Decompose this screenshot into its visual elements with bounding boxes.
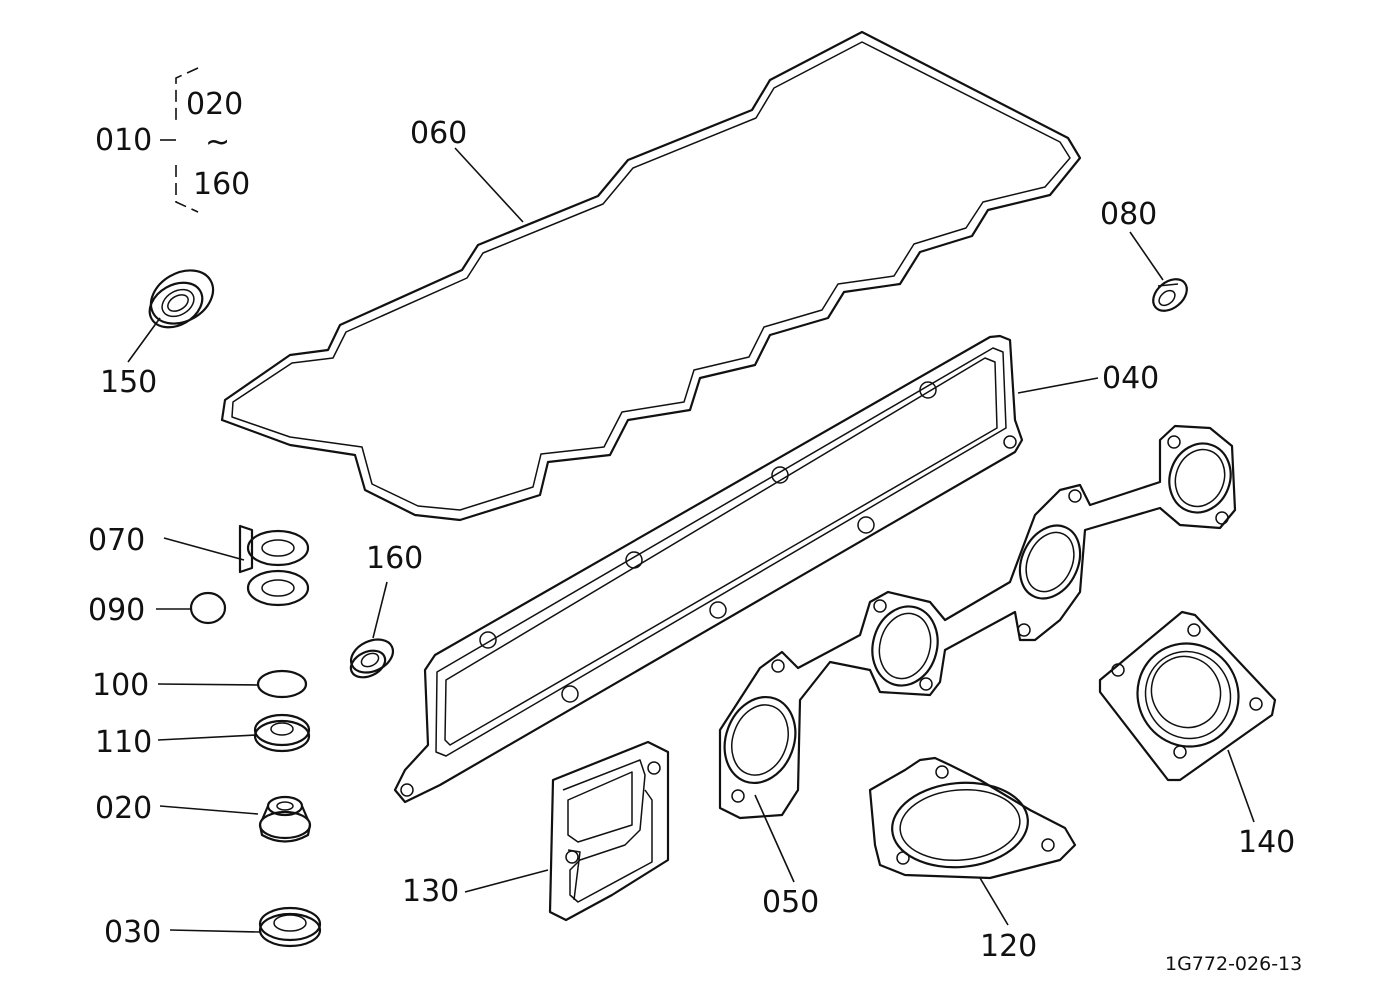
label-020: 020	[95, 791, 152, 826]
label-070: 070	[88, 523, 145, 558]
seal-030	[258, 906, 322, 948]
label-020-range: 020	[186, 87, 243, 122]
label-150: 150	[100, 365, 157, 400]
label-030: 030	[104, 915, 161, 950]
plate-070	[238, 524, 310, 607]
gasket-120	[868, 756, 1077, 880]
label-090: 090	[88, 593, 145, 628]
exhaust-gasket-050	[718, 424, 1237, 820]
label-100: 100	[92, 668, 149, 703]
ring-100	[256, 669, 308, 699]
head-cover-gasket-060	[220, 30, 1082, 522]
seal-080	[1152, 278, 1188, 312]
label-050: 050	[762, 885, 819, 920]
label-080: 080	[1100, 197, 1157, 232]
manifold-gasket-040	[393, 334, 1024, 804]
kit-bracket-010	[160, 67, 199, 213]
stem-seal-020	[258, 795, 312, 843]
label-060: 060	[410, 116, 467, 151]
label-130: 130	[402, 874, 459, 909]
label-110: 110	[95, 725, 152, 760]
drawing-reference: 1G772-026-13	[1165, 953, 1302, 975]
label-010: 010	[95, 123, 152, 158]
gasket-130	[548, 740, 670, 922]
gasket-140	[1098, 610, 1277, 782]
label-160-range: 160	[193, 167, 250, 202]
valve-seal-160	[349, 638, 395, 679]
washer-110	[253, 713, 311, 753]
label-040: 040	[1102, 361, 1159, 396]
oil-seal-150	[148, 269, 215, 329]
label-range-sep: ~	[205, 125, 230, 160]
o-ring-090	[189, 591, 227, 625]
label-160: 160	[366, 541, 423, 576]
label-120: 120	[980, 929, 1037, 964]
label-140: 140	[1238, 825, 1295, 860]
